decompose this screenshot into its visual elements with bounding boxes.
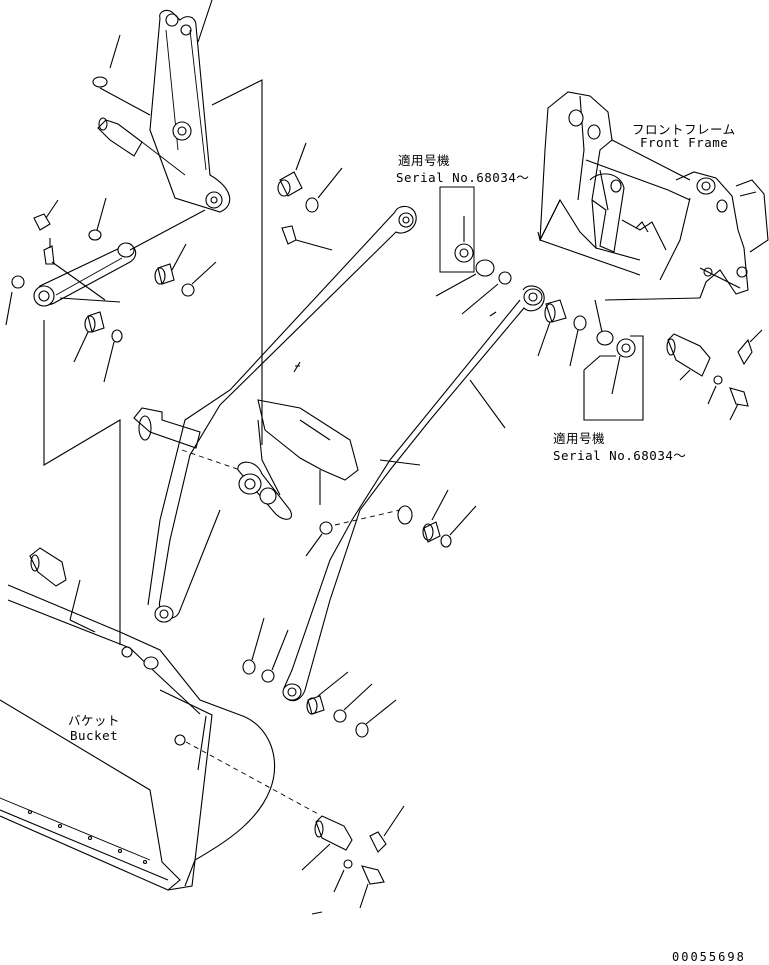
lift-arm-frame (147, 205, 545, 702)
serial-lower-label-en: Serial No.68034～ (553, 448, 687, 463)
lift-arm-pin (133, 407, 241, 471)
frame-pin (666, 329, 763, 421)
arm-mid-parts (305, 489, 477, 557)
bellcrank (149, 0, 231, 213)
serial-upper-label-ja: 適用号機 (398, 153, 451, 168)
bucket-label-ja: バケット (68, 713, 121, 728)
bushing-right (537, 299, 614, 367)
serial-lower-label-ja: 適用号機 (553, 431, 606, 446)
serial-upper-parts (435, 186, 512, 315)
bushing-left (73, 311, 123, 383)
serial-upper-label-en: Serial No.68034～ (396, 170, 530, 185)
bucket-lower-pin (301, 805, 405, 915)
grease-fitting-link (33, 199, 106, 301)
bushing-mid (154, 243, 217, 297)
front-frame-label-ja: フロントフレーム (632, 122, 736, 137)
grease-fitting-upper (281, 225, 333, 251)
bucket-label-en: Bucket (70, 728, 119, 743)
bushing-upper (277, 142, 343, 213)
bellcrank-pin (97, 117, 186, 176)
serial-lower-parts (583, 335, 644, 421)
arm-bottom-parts (242, 617, 397, 738)
connecting-link (33, 209, 206, 307)
drawing-number: 00055698 (672, 950, 746, 964)
front-frame-label-en: Front Frame (640, 135, 729, 150)
bucket-pin (29, 547, 96, 633)
front-frame (537, 91, 769, 301)
bucket (0, 584, 321, 891)
